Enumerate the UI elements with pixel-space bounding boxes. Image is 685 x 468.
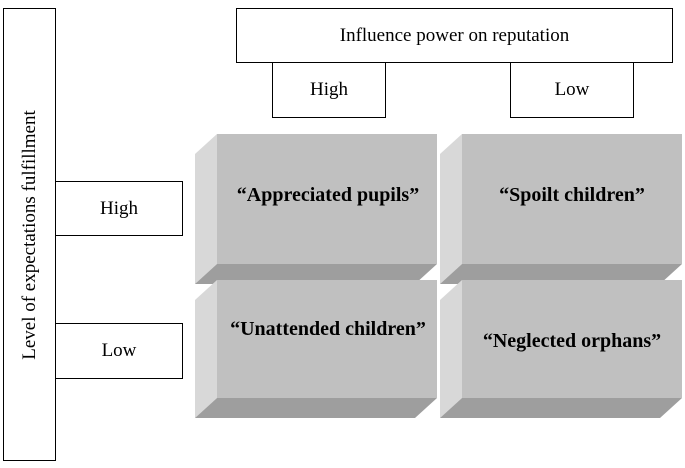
cell-spoilt-children-block [440, 134, 682, 284]
row-low-label: Low [101, 340, 137, 361]
cell-appreciated-pupils-block [195, 134, 437, 284]
cell-unattended-children-block [195, 280, 437, 418]
column-high-label: High [310, 79, 348, 100]
cell-neglected-orphans-block [440, 280, 682, 418]
row-high-label: High [100, 197, 138, 219]
influence-power-header: Influence power on reputation [236, 8, 673, 63]
column-low-box: Low [510, 62, 634, 118]
influence-power-label: Influence power on reputation [339, 24, 570, 46]
cell-neglected-orphans: “Neglected orphans” [482, 330, 662, 352]
cell-spoilt-children: “Spoilt children” [499, 184, 645, 206]
column-high-box: High [272, 62, 386, 118]
cell-appreciated-pupils: “Appreciated pupils” [236, 184, 420, 206]
row-high-box: High [55, 181, 183, 236]
column-low-label: Low [554, 79, 590, 100]
cell-unattended-children: “Unattended children” [230, 318, 426, 340]
row-low-box: Low [55, 323, 183, 379]
